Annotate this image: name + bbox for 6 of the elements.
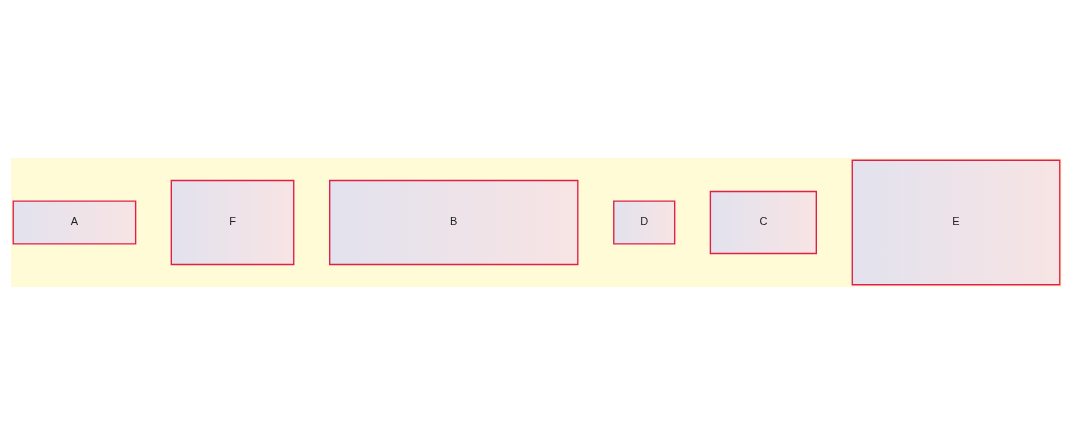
- node-box: D: [613, 200, 676, 245]
- node-box: A: [12, 200, 137, 245]
- node-box: B: [329, 179, 579, 266]
- node-box: C: [709, 190, 817, 255]
- node-box: E: [851, 159, 1061, 286]
- node-box: F: [170, 179, 295, 266]
